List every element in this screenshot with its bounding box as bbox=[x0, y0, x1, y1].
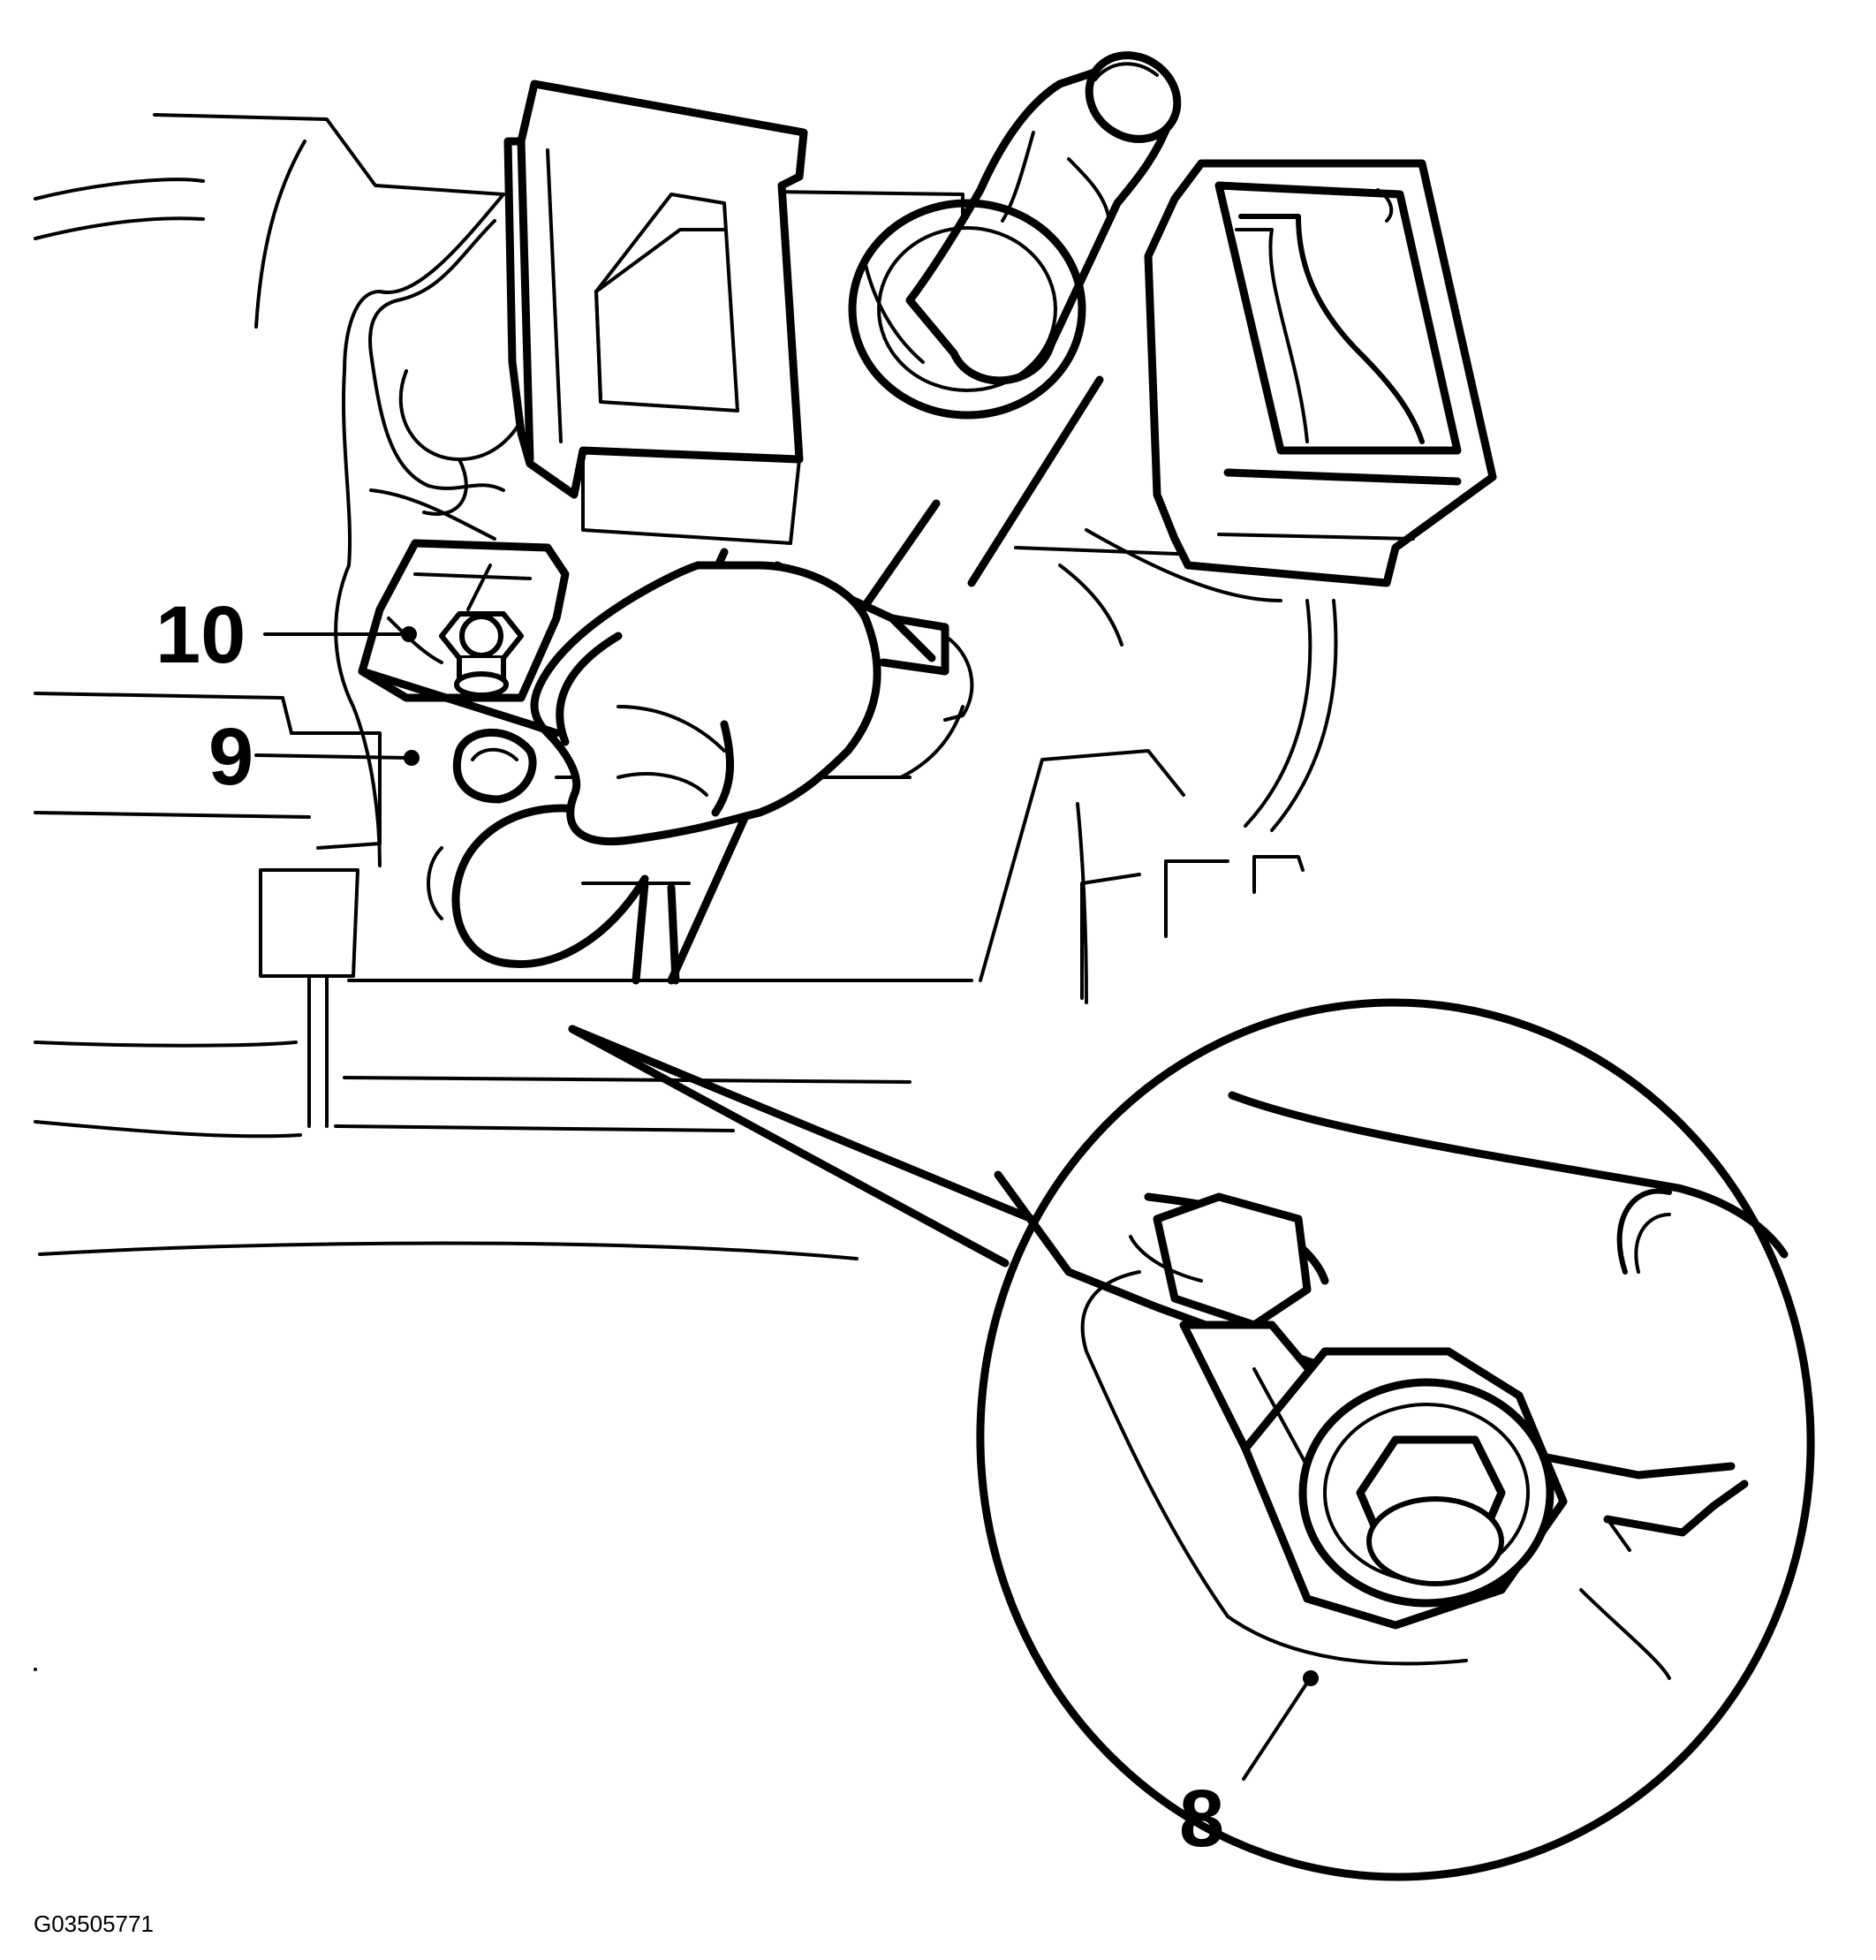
hand-grip bbox=[530, 561, 974, 846]
bolt-9-ring bbox=[452, 728, 537, 804]
right-switch-module bbox=[1144, 159, 1497, 587]
background-linework bbox=[34, 113, 1338, 1671]
steering-shaft bbox=[848, 51, 1182, 420]
callout-label-10: 10 bbox=[155, 590, 246, 680]
detail-magnifier bbox=[976, 998, 1815, 1881]
callout-label-8: 8 bbox=[1179, 1774, 1224, 1864]
bolt-10-bracket bbox=[358, 539, 570, 738]
figure-id: G03505771 bbox=[34, 1911, 154, 1937]
zoom-indicator bbox=[568, 1025, 1036, 1268]
left-switch-module bbox=[503, 79, 808, 545]
callout-label-9: 9 bbox=[208, 712, 253, 802]
callout-leaders bbox=[254, 626, 420, 766]
